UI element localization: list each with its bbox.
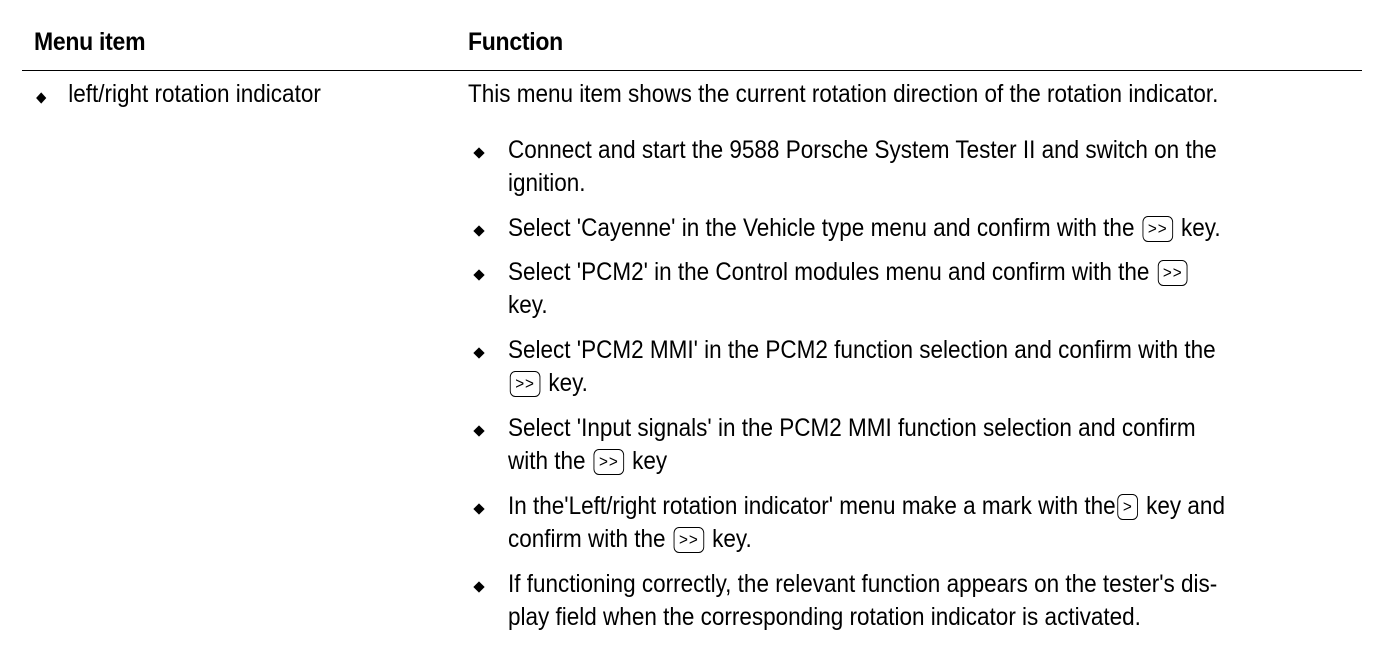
- step-text: Select 'PCM2' in the Control modules men…: [508, 256, 1345, 322]
- function-intro-text: This menu item shows the current rotatio…: [468, 80, 1219, 108]
- step-text: Select 'Cayenne' in the Vehicle type men…: [508, 214, 1221, 243]
- forward-key-icon: >>: [509, 371, 541, 398]
- next-key-icon: >: [1117, 494, 1139, 521]
- column-header-function: Function: [468, 28, 563, 56]
- forward-key-icon: >>: [1142, 216, 1173, 243]
- bullet-diamond-icon: [473, 503, 485, 515]
- step-text: If functioning correctly, the relevant f…: [508, 570, 1218, 631]
- forward-key-icon: >>: [1157, 260, 1188, 287]
- bullet-diamond-icon: [473, 147, 485, 159]
- table-header: Menu item Function: [22, 28, 1362, 68]
- menu-item-label: left/right rotation indicator: [68, 80, 321, 108]
- bullet-diamond-icon: [473, 225, 485, 237]
- forward-key-icon: >>: [593, 449, 625, 476]
- forward-key-icon: >>: [673, 527, 705, 554]
- column-header-menu-item: Menu item: [34, 28, 146, 56]
- bullet-diamond-icon: [36, 92, 47, 104]
- bullet-diamond-icon: [473, 347, 485, 359]
- header-divider: [22, 70, 1362, 71]
- bullet-diamond-icon: [473, 425, 485, 437]
- bullet-diamond-icon: [473, 581, 485, 593]
- bullet-diamond-icon: [473, 269, 485, 281]
- step-text: Select 'Input signals' in the PCM2 MMI f…: [508, 414, 1196, 476]
- step-text: Connect and start the 9588 Porsche Syste…: [508, 136, 1217, 197]
- step-text: In the'Left/right rotation indicator' me…: [508, 492, 1225, 554]
- step-text: Select 'PCM2 MMI' in the PCM2 function s…: [508, 336, 1216, 398]
